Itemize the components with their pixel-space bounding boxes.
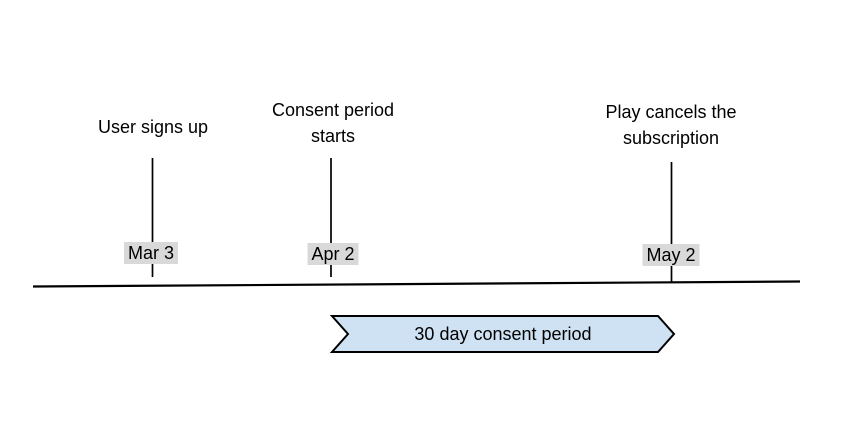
event-label-user-signs-up: User signs up <box>97 117 209 137</box>
date-chip-apr2: Apr 2 <box>307 243 359 265</box>
consent-period-banner-label: 30 day consent period <box>414 324 592 344</box>
event-label-play-cancels-subscription: Play cancels the subscription <box>605 102 737 148</box>
timeline-axis <box>32 280 801 288</box>
consent-period-banner-shape <box>329 315 676 353</box>
date-chip-mar3: Mar 3 <box>123 242 179 264</box>
event-label-consent-period-starts: Consent period starts <box>271 100 395 146</box>
date-chip-may2: May 2 <box>642 244 700 266</box>
